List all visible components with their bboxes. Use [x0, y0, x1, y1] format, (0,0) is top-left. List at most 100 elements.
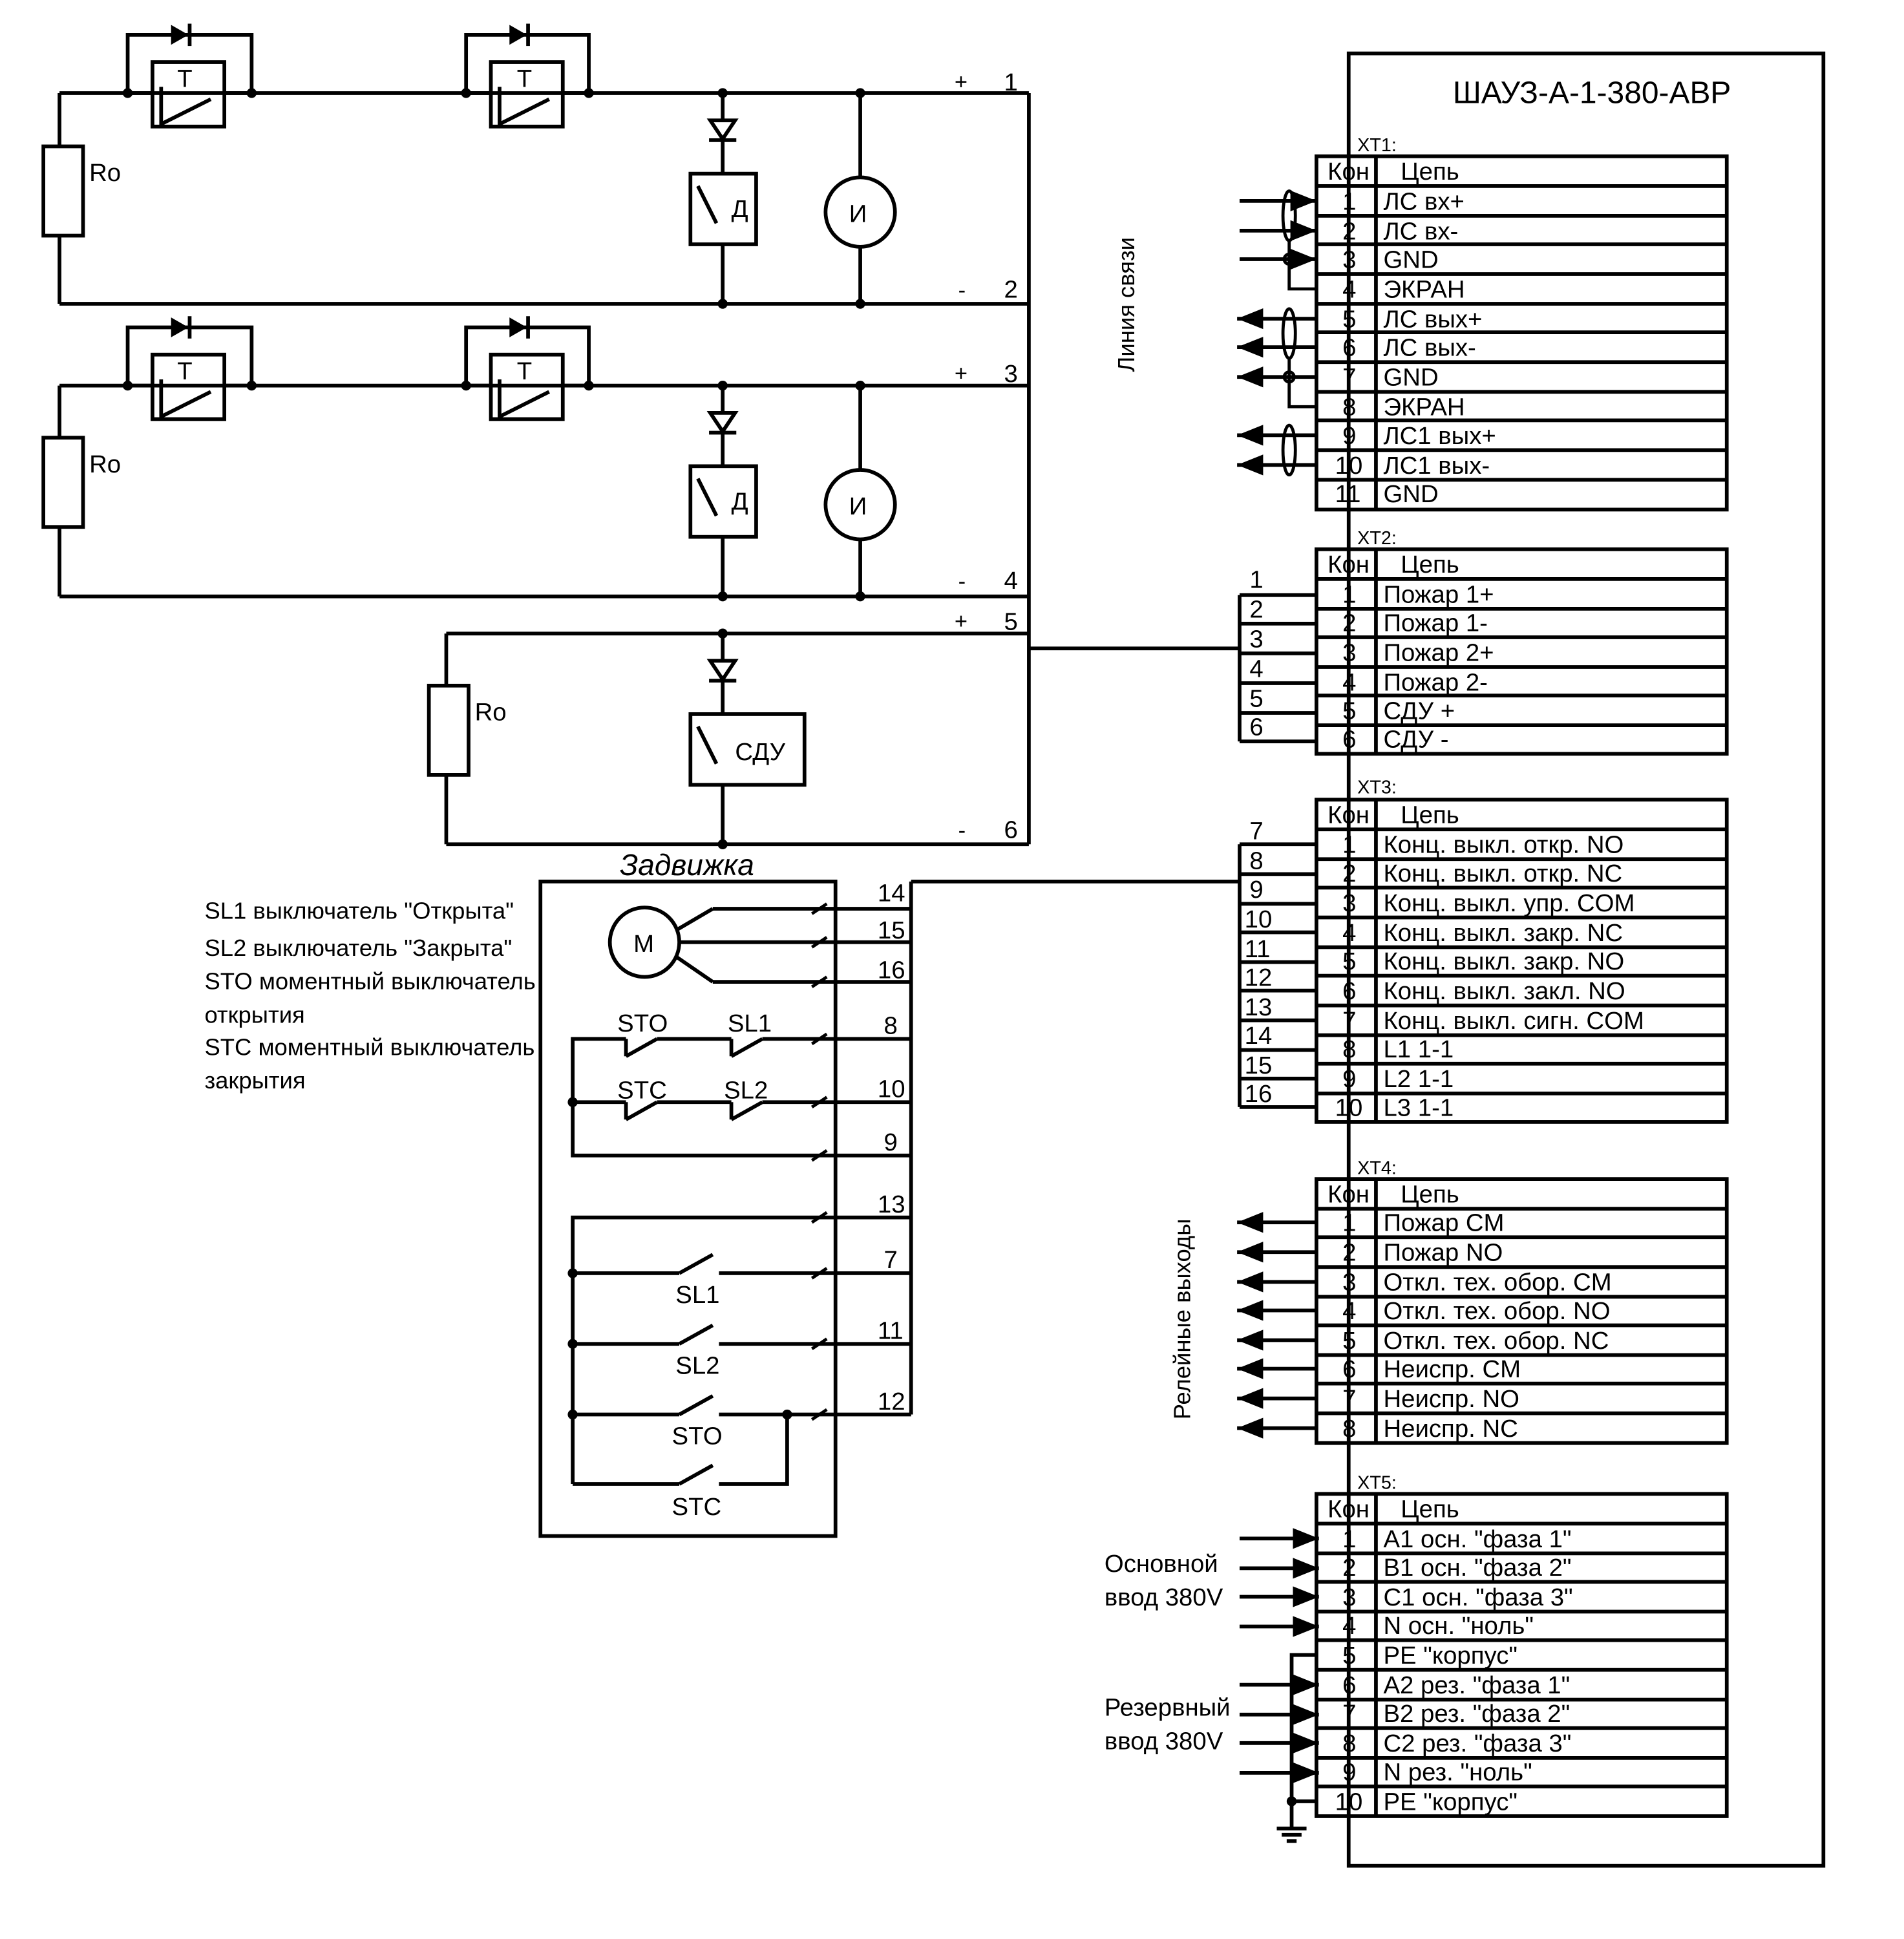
terminal-block-name: XT1: — [1357, 135, 1397, 156]
thermal-detector: T — [461, 316, 594, 421]
bundle-number: 3 — [1249, 625, 1263, 653]
header-kon: Кон — [1328, 1496, 1370, 1523]
terminal-number: 9 — [1342, 1065, 1356, 1093]
terminal-number: 2 — [1342, 217, 1356, 245]
wire-number: 6 — [1004, 816, 1018, 844]
terminal-label: Неиспр. NC — [1383, 1415, 1518, 1443]
bundle-number: 7 — [1249, 818, 1263, 845]
terminal-number: 8 — [1342, 1035, 1356, 1063]
terminal-number: 4 — [1342, 668, 1356, 696]
terminal-number: 9 — [1342, 422, 1356, 450]
terminal-number: 2 — [1342, 1554, 1356, 1582]
wire-number: 14 — [878, 880, 905, 907]
thermal-detector: T — [122, 23, 257, 129]
terminal-label: ЛС1 вых+ — [1383, 422, 1496, 450]
terminal-number: 3 — [1342, 1584, 1356, 1611]
terminal-label: Пожар 2- — [1383, 668, 1488, 696]
thermal-detector: T — [122, 316, 257, 421]
terminal-label: GND — [1383, 364, 1438, 392]
terminal-number: 5 — [1342, 948, 1356, 975]
plus-sign: + — [955, 609, 968, 634]
switch-label: STC — [617, 1076, 667, 1104]
minus-sign: - — [958, 278, 966, 302]
reserve-input-label: ввод 380V — [1105, 1727, 1223, 1755]
bundle-number: 9 — [1249, 876, 1263, 904]
terminal-label: Конц. выкл. откр. NC — [1383, 860, 1622, 887]
terminal-number: 11 — [1335, 480, 1361, 508]
terminal-label: Неиспр. CM — [1383, 1355, 1521, 1383]
header-kon: Кон — [1328, 158, 1370, 185]
smoke-detector-label: Д — [732, 195, 748, 223]
minus-sign: - — [958, 569, 966, 594]
terminal-number: 3 — [1342, 246, 1356, 273]
ground-wiring — [1286, 1653, 1317, 1829]
terminal-number: 2 — [1342, 860, 1356, 887]
terminal-label: B1 осн. "фаза 2" — [1383, 1554, 1571, 1582]
terminal-label: ЛС вых- — [1383, 334, 1476, 362]
terminal-number: 1 — [1342, 580, 1356, 608]
power-input-arrows — [1239, 1528, 1319, 1783]
wire-number: 16 — [878, 956, 905, 984]
relay-outputs-label: Релейные выходы — [1169, 1219, 1195, 1420]
device-shauz: ШАУЗ-А-1-380-АВР — [1346, 51, 1826, 1868]
terminal-number: 5 — [1342, 1642, 1356, 1669]
terminal-number: 10 — [1335, 1788, 1363, 1816]
minus-sign: - — [958, 819, 966, 843]
terminal-label: L3 1-1 — [1383, 1094, 1454, 1121]
main-input-label: ввод 380V — [1105, 1584, 1223, 1611]
bundle-number: 13 — [1245, 993, 1273, 1021]
terminal-number: 1 — [1342, 1209, 1356, 1237]
terminal-block-name: XT2: — [1357, 528, 1397, 549]
reserve-input-label: Резервный — [1105, 1694, 1231, 1722]
wire-number: 3 — [1004, 360, 1018, 388]
terminal-number: 6 — [1342, 1355, 1356, 1383]
terminal-label: A2 рез. "фаза 1" — [1383, 1671, 1570, 1699]
valve-title: Задвижка — [620, 848, 754, 882]
terminal-number: 8 — [1342, 394, 1356, 421]
header-circuit: Цепь — [1401, 158, 1459, 185]
plus-sign: + — [955, 70, 968, 94]
header-circuit: Цепь — [1401, 551, 1459, 578]
end-resistor — [427, 683, 471, 777]
thermal-detector: T — [461, 23, 594, 129]
bundle-number: 11 — [1245, 935, 1271, 963]
wire-number: 7 — [884, 1246, 898, 1274]
terminal-label: GND — [1383, 480, 1438, 508]
manual-call-point: И — [823, 88, 897, 309]
fire-loop-2: Ro T T — [41, 316, 1029, 602]
wire-number: 8 — [884, 1012, 898, 1040]
terminal-label: ЛС вх+ — [1383, 187, 1464, 215]
terminal-block-xt3: XT3: Кон Цепь 1 Конц. выкл. откр. NO 2 К… — [1315, 778, 1729, 1124]
switch-label: SL2 — [675, 1351, 719, 1379]
terminal-label: Конц. выкл. упр. COM — [1383, 889, 1634, 917]
header-circuit: Цепь — [1401, 801, 1459, 829]
terminal-label: C2 рез. "фаза 3" — [1383, 1730, 1571, 1757]
terminal-label: Конц. выкл. сигн. COM — [1383, 1007, 1644, 1035]
legend-line: SL2 выключатель "Закрыта" — [204, 935, 512, 961]
terminal-label: N рез. "ноль" — [1383, 1758, 1532, 1786]
thermal-label: T — [177, 357, 192, 385]
switch-label: SL1 — [675, 1281, 719, 1309]
valve-bus: 7 8 9 10 11 12 13 14 15 16 — [911, 818, 1317, 1109]
terminal-number: 1 — [1342, 831, 1356, 859]
thermal-label: T — [517, 357, 532, 385]
terminal-number: 5 — [1342, 305, 1356, 333]
bundle-number: 15 — [1245, 1052, 1273, 1079]
wire-number: 2 — [1004, 275, 1018, 303]
header-circuit: Цепь — [1401, 1181, 1459, 1209]
switch-label: STC — [672, 1493, 722, 1521]
thermal-label: T — [517, 65, 532, 92]
terminal-number: 3 — [1342, 889, 1356, 917]
terminal-number: 8 — [1342, 1415, 1356, 1443]
terminal-number: 3 — [1342, 639, 1356, 666]
wire-number: 11 — [878, 1317, 904, 1345]
bundle-number: 8 — [1249, 847, 1263, 875]
terminal-label: A1 осн. "фаза 1" — [1383, 1525, 1571, 1553]
remote-control-box — [688, 712, 807, 787]
wire-number: 4 — [1004, 567, 1018, 595]
wire-number: 5 — [1004, 608, 1018, 635]
legend-line: SL1 выключатель "Открыта" — [204, 897, 514, 924]
end-resistor-label: Ro — [89, 159, 121, 187]
end-resistor-label: Ro — [475, 698, 507, 726]
switch-label: STO — [672, 1423, 723, 1450]
